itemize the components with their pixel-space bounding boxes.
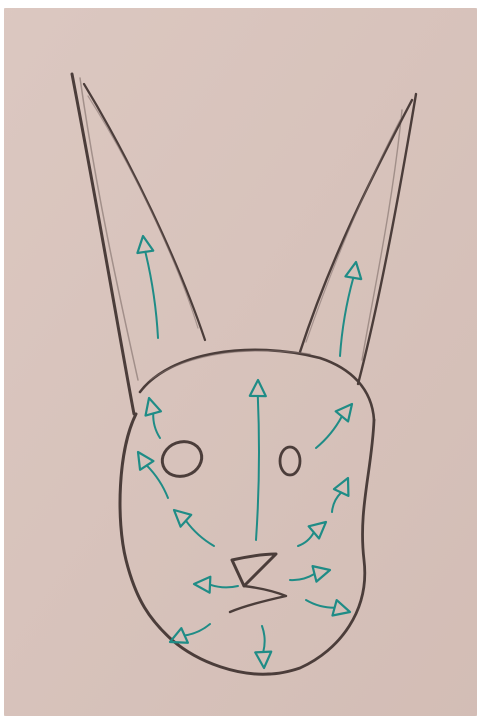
- paper-shading: [4, 8, 477, 716]
